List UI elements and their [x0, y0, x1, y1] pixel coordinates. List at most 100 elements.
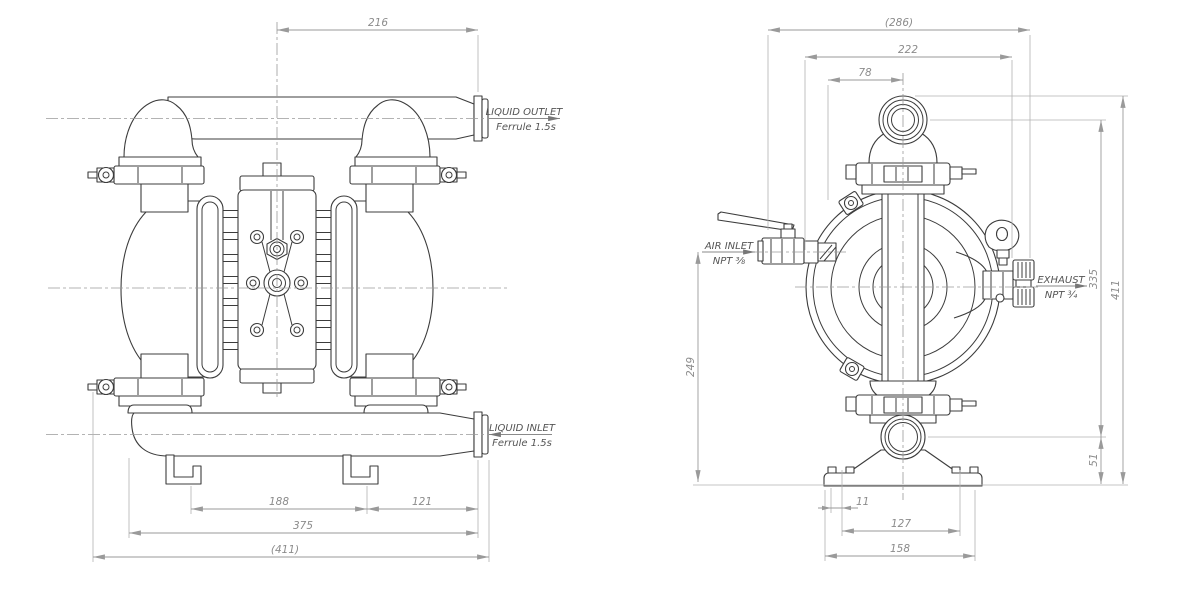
foot-tab: [845, 466, 855, 474]
inlet-label: LIQUID INLET: [489, 423, 556, 434]
bottom-left-clamp: [87, 377, 205, 414]
clamp-bolt: [97, 378, 115, 396]
clamp-band: [349, 165, 441, 185]
eye-bolt-stem: [996, 249, 1010, 259]
eye-bolt-block: [998, 257, 1008, 266]
dim-overall-depth: (286): [885, 17, 913, 29]
dim-127: 127: [891, 518, 911, 530]
dim-11: 11: [856, 496, 869, 508]
clamp-bolt: [97, 166, 115, 184]
muffler-block-top: [1012, 259, 1035, 281]
exhaust-muffler: [953, 251, 1035, 319]
valve-stem: [270, 191, 284, 240]
clamp-bolt-pin: [456, 383, 467, 391]
air-inlet-sublabel: NPT ⅜: [713, 256, 746, 267]
dim-11-group: 11: [818, 496, 869, 511]
side-extension-lines: [693, 35, 1128, 561]
clamp-bolt-pin: [456, 171, 467, 179]
front-view: 216 188 121 375 (411) LIQUID OUTLET Ferr…: [46, 17, 563, 562]
dim-51: 51: [1088, 453, 1100, 466]
clamp-band: [113, 377, 205, 397]
bottom-clamp-tab: [845, 396, 857, 412]
chamber-top-stub: [365, 183, 414, 213]
clamp-bolt-center: [445, 383, 453, 391]
front-right-foot: [342, 454, 379, 485]
dim-249: 249: [685, 357, 697, 377]
front-left-foot: [165, 454, 202, 485]
clamp-segments: [137, 167, 183, 183]
top-clamp-bolt: [949, 166, 963, 180]
valve-bottom-stub: [262, 382, 282, 394]
chamber-flange-inner: [201, 201, 219, 373]
top-port-stack: [845, 95, 977, 195]
foot-tab: [951, 466, 961, 474]
side-centerlines: [750, 73, 1038, 500]
dim-overall-width: (411): [271, 544, 299, 556]
bottom-right-clamp: [349, 377, 467, 414]
dim-375: 375: [293, 520, 313, 532]
clamp-band: [113, 165, 205, 185]
outlet-sublabel: Ferrule 1.5s: [496, 122, 556, 133]
muffler-arm-bottom: [953, 298, 986, 319]
top-manifold: [118, 95, 489, 167]
chamber-bottom-stub: [365, 353, 414, 381]
side-dimensions: (286) 222 78 249 335 411 51 11 127 158: [685, 17, 1126, 559]
exhaust-label: EXHAUST: [1037, 275, 1085, 286]
chamber-dome: [120, 200, 206, 378]
top-clamp-tab: [845, 164, 857, 180]
valve-end-face: [757, 240, 764, 262]
left-riser-seat: [118, 156, 202, 167]
valve-ribs: [261, 241, 293, 326]
exhaust-sublabel: NPT ¾: [1045, 290, 1078, 301]
muffler-bolt-hole: [995, 293, 1005, 303]
left-chamber: [120, 183, 224, 381]
chamber-top-stub: [140, 183, 189, 213]
clamp-bolt-center: [102, 383, 110, 391]
right-chamber: [330, 183, 434, 381]
exhaust-callout: EXHAUST NPT ¾: [1036, 275, 1087, 301]
chamber-flange-inner: [335, 201, 353, 373]
bottom-clamp-bolt: [949, 398, 963, 412]
side-view: (286) 222 78 249 335 411 51 11 127 158: [685, 17, 1128, 561]
clamp-bolt: [440, 378, 458, 396]
clamp-bolt: [440, 166, 458, 184]
chamber-flange-ring: [196, 195, 224, 379]
clamp-bolt-center: [102, 171, 110, 179]
front-centerlines: [46, 22, 508, 435]
clamp-bolt-pin: [87, 171, 98, 179]
clamp-segments: [371, 167, 417, 183]
muffler-plate: [982, 270, 1014, 300]
liquid-outlet-callout: LIQUID OUTLET Ferrule 1.5s: [486, 107, 564, 133]
wing-eye-bolt: [984, 219, 1020, 266]
valve-top-stub: [262, 162, 282, 177]
right-fins: [315, 209, 332, 351]
foot-tab: [969, 466, 979, 474]
clamp-bolt-pin: [87, 383, 98, 391]
foot-tab: [827, 466, 837, 474]
valve-lever: [717, 211, 795, 232]
outlet-pipe: [167, 96, 475, 140]
left-riser-dome: [123, 99, 199, 158]
muffler-connector: [1015, 279, 1032, 288]
bottom-clamp-pin: [961, 400, 977, 407]
chamber-flange-ring: [330, 195, 358, 379]
lower-clamp-lug: [839, 357, 865, 381]
clamp-segments: [137, 379, 183, 395]
valve-body: [761, 237, 805, 265]
air-inlet-label: AIR INLET: [704, 241, 754, 252]
air-inlet-valve: [717, 211, 837, 265]
dim-335: 335: [1088, 269, 1100, 289]
liquid-inlet-callout: LIQUID INLET Ferrule 1.5s: [489, 423, 556, 449]
dim-121: 121: [412, 496, 432, 508]
dim-222: 222: [898, 44, 918, 56]
clamp-bolt-center: [445, 171, 453, 179]
valve-bolts: [245, 229, 309, 338]
chamber-dome: [348, 200, 434, 378]
valve-stem: [780, 228, 796, 239]
dim-78: 78: [858, 67, 872, 79]
inlet-sublabel: Ferrule 1.5s: [492, 438, 552, 449]
top-right-clamp: [349, 165, 467, 185]
muffler-block-bottom: [1012, 286, 1035, 308]
